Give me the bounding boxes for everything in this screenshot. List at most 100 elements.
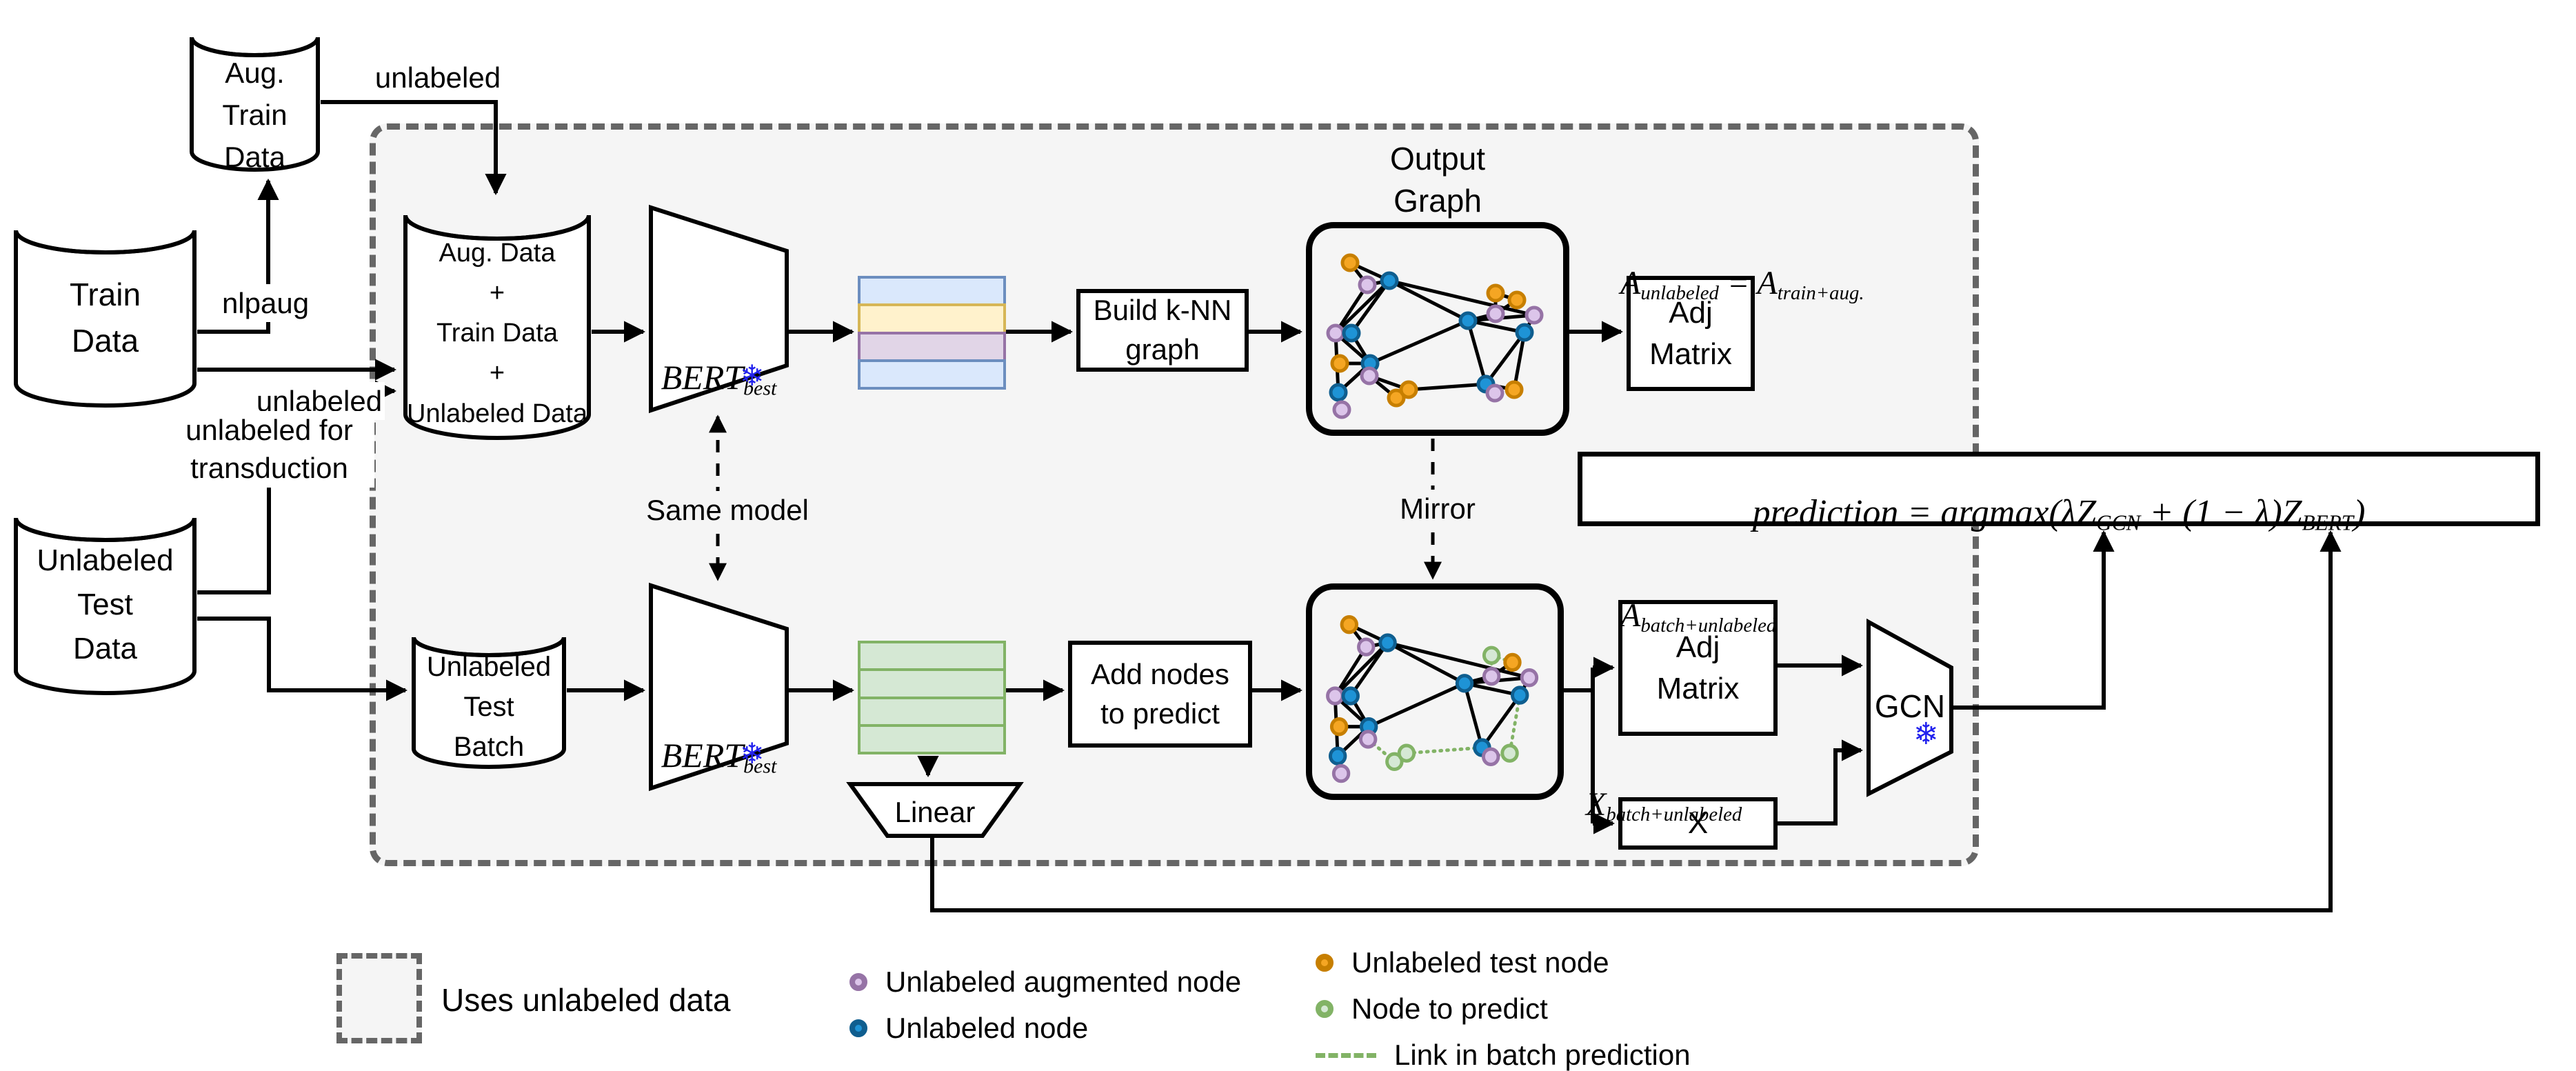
graph-edge (1484, 331, 1527, 386)
adj-matrix-bottom-box: Adj Matrix (1618, 600, 1778, 736)
embedding-row-green (858, 696, 1006, 727)
output-graph-bottom (1306, 583, 1564, 800)
formula-a-unlabeled: Aunlabeled = Atrain+aug. (1620, 265, 1864, 305)
graph-edge (1334, 283, 1369, 334)
legend-dashed-box (336, 953, 422, 1043)
cylinder-unlabeled-test-batch: Unlabeled Test Batch (411, 617, 567, 772)
wire-train-to-augtrain-nlpaug (197, 178, 279, 334)
legend-orange-node-icon (1316, 954, 1334, 972)
graph-edge (1464, 681, 1520, 697)
label-unlabeled-top: unlabeled (372, 59, 503, 97)
embedding-row-green (858, 641, 1006, 672)
graph-edge (1349, 279, 1391, 334)
graph-node-purple (1481, 747, 1500, 766)
legend-item-label: Unlabeled augmented node (885, 965, 1242, 998)
graph-link-batch-prediction (1405, 745, 1484, 755)
graph-node-purple (1520, 668, 1539, 688)
graph-edge (1388, 279, 1469, 323)
graph-node-blue (1329, 383, 1348, 402)
cylinder-aug-train-data: Aug. Train Data (189, 17, 321, 173)
trapezoid-shape (649, 582, 789, 792)
legend-item-label: Node to predict (1351, 992, 1548, 1025)
graph-node-orange (1330, 354, 1349, 373)
prediction-formula: prediction = argmax(λZGCN + (1 − λ)ZBERT… (1752, 492, 2366, 535)
add-nodes-to-predict-box: Add nodes to predict (1068, 641, 1252, 748)
embedding-row-blue (858, 276, 1006, 307)
label-same-model: Same model (641, 491, 814, 530)
cylinder-shape (14, 230, 197, 408)
graph-node-blue (1328, 746, 1347, 765)
label-nlpaug: nlpaug (207, 284, 324, 323)
graph-node-orange (1505, 380, 1524, 399)
graph-edge (1512, 332, 1527, 390)
graph-node-blue (1458, 311, 1478, 330)
wire-linear-to-prediction (930, 530, 2342, 912)
legend-uses-unlabeled-label: Uses unlabeled data (441, 982, 731, 1018)
graph-node-purple (1326, 323, 1345, 343)
graph-node-purple (1486, 304, 1505, 323)
graph-node-purple (1482, 667, 1501, 686)
bert-best-bottom: BERTbest ❄ (649, 582, 789, 792)
legend-dashed-link-icon (1316, 1052, 1376, 1058)
graph-node-blue (1515, 323, 1534, 342)
wire-graph2-branch (1561, 668, 1595, 823)
legend-purple-node-icon (849, 973, 867, 991)
cylinder-label: Train Data (69, 277, 141, 359)
bert-best-top: BERTbest ❄ (649, 204, 789, 414)
graph-node-purple (1326, 686, 1345, 705)
graph-node-orange (1507, 290, 1527, 310)
graph-edge (1349, 641, 1389, 697)
wire-augtrain-to-merged (321, 100, 507, 196)
graph-link-batch-prediction (1508, 693, 1522, 755)
legend-green-node-icon (1316, 1000, 1334, 1018)
trapezoid-shape (649, 204, 789, 414)
legend-item-label: Unlabeled node (885, 1012, 1089, 1044)
linear-label: Linear (894, 796, 976, 828)
graph-node-blue (1378, 633, 1397, 652)
cylinder-shape (403, 214, 591, 440)
frozen-icon: ❄ (740, 737, 765, 770)
legend-item-label: Unlabeled test node (1351, 946, 1609, 979)
graph-node-purple (1331, 763, 1351, 783)
graph-node-blue (1380, 271, 1399, 290)
embedding-row-green (858, 723, 1006, 754)
graph-node-green (1397, 743, 1416, 763)
embedding-row-blue (858, 359, 1006, 390)
embedding-row-purple (858, 331, 1006, 362)
graph-node-orange (1503, 652, 1522, 672)
legend-item: Unlabeled augmented node (849, 965, 1241, 999)
graph-node-blue (1455, 674, 1474, 693)
build-knn-graph-box: Build k-NN graph (1076, 289, 1249, 372)
graph-node-orange (1486, 283, 1505, 303)
graph-node-purple (1525, 306, 1544, 325)
embedding-row-green (858, 668, 1006, 699)
graph-node-green (1500, 743, 1519, 763)
graph-node-green (1482, 645, 1501, 665)
wire-x-to-gcn (1778, 739, 1864, 825)
graph-node-purple (1358, 275, 1377, 294)
graph-edge (1480, 694, 1522, 749)
frozen-icon: ❄ (1913, 717, 1939, 752)
cylinder-label: Unlabeled Test Data (37, 543, 174, 665)
embedding-row-yellow (858, 303, 1006, 334)
cylinder-merged-data: Aug. Data + Train Data + Unlabeled Data (403, 189, 592, 443)
legend-item: Unlabeled node (849, 1012, 1241, 1045)
embeddings-bottom (858, 641, 1006, 754)
graph-node-blue (1341, 686, 1360, 705)
cylinder-shape (190, 37, 320, 172)
formula-x-batch: Xbatch+unlabeled (1586, 786, 1742, 826)
embeddings-top (858, 276, 1006, 390)
graph-edge (1389, 279, 1535, 317)
graph-edge (1334, 641, 1389, 697)
trapezoid-shape (1866, 618, 1953, 797)
legend-item: Link in batch prediction (1316, 1039, 1691, 1071)
graph-edge (1368, 681, 1466, 729)
graph-edge (1467, 319, 1525, 334)
graph-edge (1334, 279, 1391, 334)
cylinder-shape (412, 637, 566, 769)
label-mirror: Mirror (1379, 490, 1496, 528)
legend-blue-node-icon (849, 1019, 867, 1037)
